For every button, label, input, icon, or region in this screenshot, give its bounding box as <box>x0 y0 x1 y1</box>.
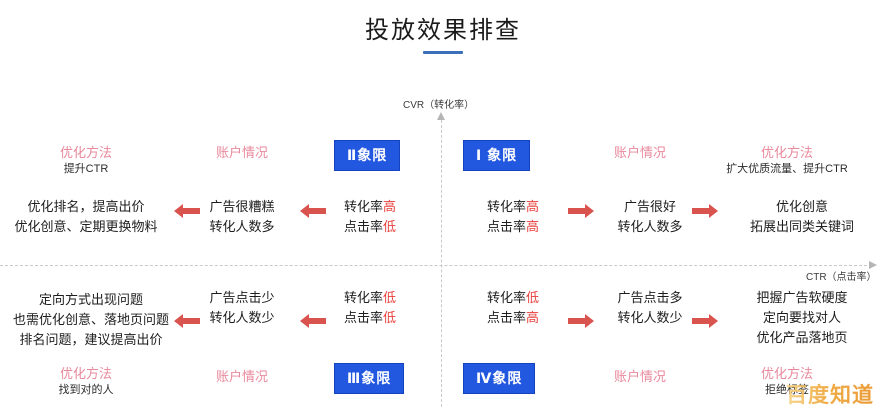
q1-metrics-text: 转化率高 点击率高 <box>461 197 565 237</box>
q2-arrow-left-icon-2 <box>300 203 326 219</box>
q4-account-header: 账户情况 <box>613 369 666 384</box>
q4-account-line1: 广告点击多 <box>617 290 683 305</box>
q3-method-line1: 定向方式出现问题 <box>38 292 143 307</box>
q3-method-line2: 也需优化创意、落地页问题 <box>12 312 169 327</box>
q1-account-line2: 转化人数多 <box>617 219 683 234</box>
q3-account-header: 账户情况 <box>215 369 268 384</box>
page-title: 投放效果排查 <box>365 17 521 44</box>
q2-metrics-text: 转化率高 点击率低 <box>318 197 422 237</box>
q4-account-caption: 账户情况 <box>580 368 700 385</box>
q3-metrics-line1: 转化率低 <box>343 290 397 305</box>
q2-method-text: 优化排名，提高出价 优化创意、定期更换物料 <box>2 197 170 237</box>
q4-arrow-right-icon <box>568 313 594 329</box>
q2-metrics-value1: 高 <box>383 199 397 214</box>
q1-account-line1: 广告很好 <box>623 199 676 214</box>
baidu-zhidao-watermark: 百度知道 <box>786 379 874 407</box>
q1-metrics-line2: 点击率高 <box>486 219 540 234</box>
q3-account-line2: 转化人数少 <box>209 310 275 325</box>
q2-method-header: 优化方法 <box>59 145 112 160</box>
q3-method-header: 优化方法 <box>59 366 112 381</box>
q2-account-header: 账户情况 <box>215 145 268 160</box>
q4-method-text: 把握广告软硬度 定向要找对人 优化产品落地页 <box>718 288 886 348</box>
axis-label-cvr: CVR（转化率） <box>403 100 475 111</box>
q4-metrics-text: 转化率低 点击率高 <box>461 288 565 328</box>
q2-method-line2: 优化创意、定期更换物料 <box>14 219 158 234</box>
q4-arrow-right-icon-2 <box>692 313 718 329</box>
q4-account-text: 广告点击多 转化人数少 <box>594 288 706 328</box>
q2-account-line2: 转化人数多 <box>209 219 275 234</box>
axis-label-ctr: CTR（点击率） <box>806 272 877 283</box>
q1-method-caption: 优化方法 扩大优质流量、提升CTR <box>688 144 886 177</box>
q2-method-sub: 提升CTR <box>63 163 109 175</box>
q4-metrics-value2: 高 <box>526 310 540 325</box>
q4-method-sub: 拒绝标签 <box>688 382 886 398</box>
q1-arrow-right-icon <box>568 203 594 219</box>
axis-vertical-line <box>441 115 442 407</box>
axis-right-arrow-icon <box>869 261 877 269</box>
q3-account-caption: 账户情况 <box>182 368 302 385</box>
q4-method-line1: 把握广告软硬度 <box>756 290 848 305</box>
q2-arrow-left-icon <box>174 203 200 219</box>
q1-account-caption: 账户情况 <box>580 144 700 161</box>
q3-method-caption: 优化方法 找到对的人 <box>6 365 166 398</box>
quadrant-badge-1: Ⅰ 象限 <box>463 140 531 171</box>
q2-method-caption: 优化方法 提升CTR <box>6 144 166 177</box>
q2-metrics-line1: 转化率高 <box>343 199 397 214</box>
q2-metrics-line2: 点击率低 <box>343 219 397 234</box>
q4-method-line3: 优化产品落地页 <box>756 330 848 345</box>
q1-method-header: 优化方法 <box>760 145 813 160</box>
q1-method-line1: 优化创意 <box>775 199 828 214</box>
q3-arrow-left-icon <box>174 313 200 329</box>
q4-metrics-line1: 转化率低 <box>486 290 540 305</box>
quadrant-badge-4: Ⅳ象限 <box>463 363 536 394</box>
q3-method-sub: 找到对的人 <box>58 384 114 396</box>
q3-arrow-left-icon-2 <box>300 313 326 329</box>
q3-account-line1: 广告点击少 <box>209 290 275 305</box>
axis-up-arrow-icon <box>437 112 445 120</box>
q4-account-line2: 转化人数少 <box>617 310 683 325</box>
q2-account-text: 广告很糟糕 转化人数多 <box>186 197 298 237</box>
q3-account-text: 广告点击少 转化人数少 <box>186 288 298 328</box>
q3-method-text: 定向方式出现问题 也需优化创意、落地页问题 排名问题，建议提高出价 <box>0 290 186 350</box>
q2-account-caption: 账户情况 <box>182 144 302 161</box>
quadrant-badge-3: Ⅲ象限 <box>334 363 405 394</box>
axis-horizontal-line <box>0 265 872 266</box>
q3-method-line3: 排名问题，建议提高出价 <box>19 332 163 347</box>
q3-metrics-line2: 点击率低 <box>343 310 397 325</box>
q2-method-line1: 优化排名，提高出价 <box>27 199 145 214</box>
q1-method-sub: 扩大优质流量、提升CTR <box>726 163 848 175</box>
q1-account-text: 广告很好 转化人数多 <box>594 197 706 237</box>
q1-metrics-value2: 高 <box>526 219 540 234</box>
q3-metrics-value2: 低 <box>383 310 397 325</box>
q1-account-header: 账户情况 <box>613 145 666 160</box>
q2-account-line1: 广告很糟糕 <box>209 199 275 214</box>
q1-method-line2: 拓展出同类关键词 <box>749 219 854 234</box>
q1-metrics-line1: 转化率高 <box>486 199 540 214</box>
quadrant-badge-2: Ⅱ象限 <box>334 140 401 171</box>
q2-metrics-value2: 低 <box>383 219 397 234</box>
q1-arrow-right-icon-2 <box>692 203 718 219</box>
title-underline-rule <box>423 51 463 54</box>
q3-metrics-value1: 低 <box>383 290 397 305</box>
q4-metrics-line2: 点击率高 <box>486 310 540 325</box>
q4-metrics-value1: 低 <box>526 290 540 305</box>
q4-method-line2: 定向要找对人 <box>762 310 841 325</box>
q4-method-header: 优化方法 <box>760 366 813 381</box>
q4-method-caption: 优化方法 拒绝标签 <box>688 365 886 398</box>
q3-metrics-text: 转化率低 点击率低 <box>318 288 422 328</box>
q1-method-text: 优化创意 拓展出同类关键词 <box>718 197 886 237</box>
q1-metrics-value1: 高 <box>526 199 540 214</box>
